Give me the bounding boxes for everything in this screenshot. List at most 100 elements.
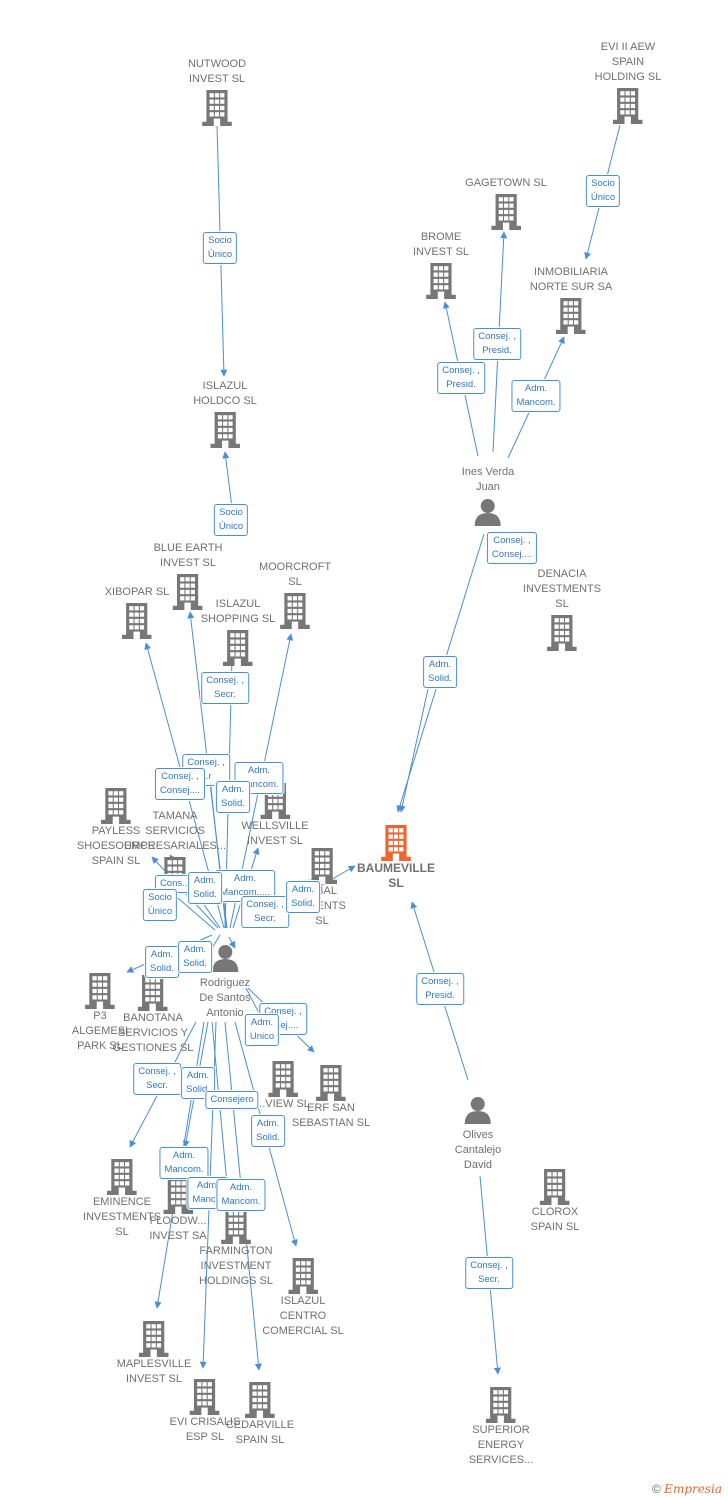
company-node[interactable]: WELLSVILLE INVEST SL <box>241 780 309 849</box>
building-icon <box>139 1321 169 1357</box>
node-label: Olives Cantalejo David <box>454 1129 502 1171</box>
company-node[interactable]: EVI CRISALIS ESP SL <box>169 1376 241 1445</box>
company-node[interactable]: FLOODW... INVEST SA <box>149 1175 207 1244</box>
edge-role-label[interactable]: Consej. , Consej.... <box>486 532 538 564</box>
node-label: DENACIA INVESTMENTS SL <box>522 568 602 610</box>
edge-line <box>228 936 236 949</box>
company-node[interactable]: EVI II AEW SPAIN HOLDING SL <box>594 40 662 124</box>
brand-initial: E <box>664 1482 673 1496</box>
building-icon <box>381 825 411 861</box>
company-node[interactable]: BROME INVEST SL <box>413 230 469 299</box>
edge-role-label[interactable]: Consej. , Presid. <box>416 973 464 1005</box>
edge-role-label[interactable]: Adm. Solid. <box>188 872 222 904</box>
building-icon <box>288 1258 318 1294</box>
node-label: ISLAZUL CENTRO COMERCIAL SL <box>262 1295 344 1337</box>
node-label: EVI CRISALIS ESP SL <box>169 1416 241 1443</box>
company-node[interactable]: MOORCROFT SL <box>259 560 331 629</box>
person-icon <box>211 944 239 972</box>
node-label: MOORCROFT SL <box>258 561 332 588</box>
node-label: BAUMEVILLE SL <box>357 861 435 890</box>
edge-role-label[interactable]: Adm. Solid. <box>251 1115 285 1147</box>
edge-role-label[interactable]: Consej. , Secr. <box>465 1257 513 1289</box>
edge-role-label[interactable]: Consej. , Consej.... <box>154 768 206 800</box>
node-label: EVI II AEW SPAIN HOLDING SL <box>594 41 662 83</box>
edge-role-label[interactable]: Consej. , Secr. <box>133 1063 181 1095</box>
node-label: Ines Verda Juan <box>461 466 515 493</box>
edge-role-label[interactable]: Adm. Solid. <box>145 946 179 978</box>
building-icon <box>426 263 456 299</box>
company-node[interactable]: MAPLESVILLE INVEST SL <box>117 1318 191 1387</box>
edge-role-label[interactable]: Consej. , Presid. <box>473 328 521 360</box>
node-label: FLOODW... INVEST SA <box>149 1215 207 1242</box>
person-node[interactable]: Olives Cantalejo David <box>455 1093 501 1173</box>
company-node[interactable]: ISLAZUL HOLDCO SL <box>193 379 257 448</box>
company-node[interactable]: SUPERIOR ENERGY SERVICES... <box>468 1384 534 1468</box>
person-node[interactable]: Rodriguez De Santos Antonio <box>199 941 251 1021</box>
edge-role-label[interactable]: Consej. , Secr. <box>201 672 249 704</box>
node-label: BLUE EARTH INVEST SL <box>153 542 223 569</box>
edge-role-label[interactable]: Adm. Mancom. <box>234 762 284 794</box>
company-node[interactable]: XIBOPAR SL <box>104 585 170 639</box>
edge-role-label[interactable]: Socio Único <box>202 232 238 264</box>
node-label: FARMINGTON INVESTMENT HOLDINGS SL <box>199 1245 273 1287</box>
company-node[interactable]: ISLAZUL CENTRO COMERCIAL SL <box>262 1255 344 1339</box>
edge-role-label[interactable]: Consej. , Secr. <box>241 896 289 928</box>
company-node[interactable]: BAUMEVILLE SL <box>357 822 435 891</box>
company-node[interactable]: CEDARVILLE SPAIN SL <box>226 1379 294 1448</box>
node-label: ERF SAN SEBASTIAN SL <box>291 1102 371 1129</box>
edge-role-label[interactable]: Socio Único <box>585 175 621 207</box>
company-node[interactable]: P3 ALGEMESI PARK SL <box>72 970 128 1054</box>
company-node[interactable]: GAGETOWN SL <box>465 176 547 230</box>
edge-role-label[interactable]: Socio Único <box>213 504 249 536</box>
company-node[interactable]: CLOROX SPAIN SL <box>530 1166 580 1235</box>
node-label: CLOROX SPAIN SL <box>530 1206 580 1233</box>
building-icon <box>613 88 643 124</box>
building-icon <box>210 412 240 448</box>
company-node[interactable]: FARMINGTON INVESTMENT HOLDINGS SL <box>199 1205 273 1289</box>
edge-role-label[interactable]: Adm. Mancom. <box>216 1179 266 1211</box>
company-node[interactable]: PAYLESS SHOESOURCE SPAIN SL <box>77 785 155 869</box>
edge-role-label[interactable]: Consejero <box>205 1091 259 1109</box>
company-node[interactable]: EMINENCE INVESTMENTS SL <box>83 1156 161 1240</box>
node-label: XIBOPAR SL <box>104 586 170 598</box>
node-label: NUTWOOD INVEST SL <box>187 58 247 85</box>
building-icon <box>107 1159 137 1195</box>
node-label: BANOTANA SERVICIOS Y GESTIONES SL <box>112 1012 194 1054</box>
edge-role-label[interactable]: Consej. , Presid. <box>437 362 485 394</box>
building-icon <box>307 848 337 884</box>
company-node[interactable]: NUTWOOD INVEST SL <box>188 57 246 126</box>
building-icon <box>223 630 253 666</box>
building-icon <box>122 603 152 639</box>
company-node[interactable]: ISLAZUL SHOPPING SL <box>201 597 275 666</box>
building-icon <box>138 975 168 1011</box>
edge-role-label[interactable]: Adm. Mancom. <box>159 1147 209 1179</box>
edge-role-label[interactable]: Adm. Solid. <box>423 656 457 688</box>
edge-role-label[interactable]: Socio Único <box>142 889 178 921</box>
building-icon <box>556 298 586 334</box>
edge-role-label[interactable]: Adm. Solid. <box>178 941 212 973</box>
building-icon <box>221 1208 251 1244</box>
edge-line <box>222 451 233 509</box>
company-node[interactable]: BANOTANA SERVICIOS Y GESTIONES SL <box>112 972 194 1056</box>
node-label: SUPERIOR ENERGY SERVICES... <box>468 1424 534 1466</box>
edge-role-label[interactable]: Adm. Solid. <box>216 781 250 813</box>
node-label: ...VIEW SL <box>256 1098 310 1110</box>
edge-role-label[interactable]: Adm. Mancom. <box>511 380 561 412</box>
company-node[interactable]: ...VIEW SL <box>256 1058 310 1112</box>
building-icon <box>245 1382 275 1418</box>
company-node[interactable]: INMOBILIARIA NORTE SUR SA <box>530 265 612 334</box>
building-icon <box>547 615 577 651</box>
building-icon <box>486 1387 516 1423</box>
company-node[interactable]: BLUE EARTH INVEST SL <box>153 541 223 610</box>
empresia-brand[interactable]: © Empresia <box>652 1482 722 1496</box>
node-label: ISLAZUL HOLDCO SL <box>193 380 257 407</box>
node-label: CEDARVILLE SPAIN SL <box>225 1419 295 1446</box>
building-icon <box>316 1065 346 1101</box>
building-icon <box>202 90 232 126</box>
person-node[interactable]: Ines Verda Juan <box>461 461 515 526</box>
company-node[interactable]: TAMANA SERVICIOS EMPRESARIALES... <box>124 809 226 893</box>
company-node[interactable]: ERF SAN SEBASTIAN SL <box>292 1062 370 1131</box>
edge-role-label[interactable]: Adm. Solid. <box>286 881 320 913</box>
company-node[interactable]: DENACIA INVESTMENTS SL <box>523 567 601 651</box>
edge-role-label[interactable]: Adm. Unico <box>244 1014 280 1046</box>
